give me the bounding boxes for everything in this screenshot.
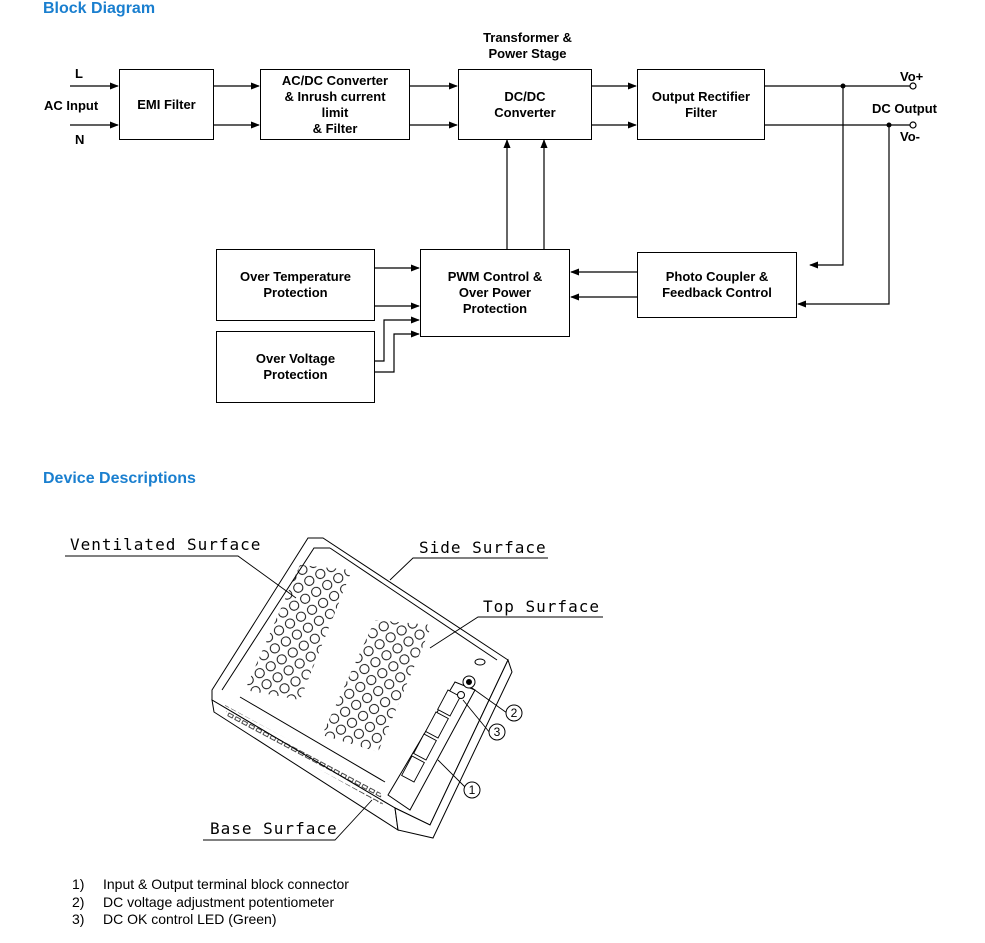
note-number: 1) <box>72 876 85 892</box>
wire-ov-to-pwm-2 <box>374 330 420 373</box>
leader-top <box>429 616 603 649</box>
vent-holes-right <box>322 620 432 752</box>
block-pwm-control: PWM Control & Over Power Protection <box>420 249 570 337</box>
label-L: L <box>75 66 83 81</box>
block-over-voltage-label: Over Voltage Protection <box>255 351 336 382</box>
terminal-vo-plus <box>909 82 917 90</box>
power-supply-drawing <box>211 537 513 839</box>
terminal-3 <box>413 733 437 761</box>
block-acdc-converter-label: AC/DC Converter & Inrush current limit &… <box>281 72 389 136</box>
label-vo-minus: Vo- <box>900 129 920 144</box>
base-slots <box>225 705 383 805</box>
note-text: Input & Output terminal block connector <box>103 876 349 892</box>
vent-holes-left <box>245 565 352 700</box>
terminal-2 <box>425 711 449 739</box>
leader-callout-2 <box>471 687 508 714</box>
label-base-surface: Base Surface <box>210 819 338 838</box>
block-over-temperature-label: Over Temperature Protection <box>239 269 352 300</box>
block-output-rectifier-label: Output Rectifier Filter <box>651 88 751 120</box>
potentiometer <box>462 675 476 689</box>
terminal-4 <box>401 755 425 783</box>
callout-3-circle <box>488 723 506 741</box>
label-side-surface: Side Surface <box>419 538 547 557</box>
block-dcdc-converter-label: DC/DC Converter <box>494 88 556 120</box>
label-N: N <box>75 132 85 147</box>
note-number: 3) <box>72 911 85 927</box>
junction-vo-minus <box>886 122 892 128</box>
list-item: 1) Input & Output terminal block connecto… <box>72 876 349 894</box>
block-photo-coupler: Photo Coupler & Feedback Control <box>637 252 797 318</box>
device-base-face <box>211 699 399 832</box>
block-diagram-title: Block Diagram <box>43 0 156 17</box>
callout-2-circle <box>505 704 523 722</box>
leader-callout-3 <box>462 699 491 734</box>
callout-2-text: 2 <box>511 706 518 720</box>
block-over-temperature: Over Temperature Protection <box>216 249 375 321</box>
leader-callout-1 <box>437 759 466 788</box>
label-top-surface: Top Surface <box>483 597 600 616</box>
note-text: DC voltage adjustment potentiometer <box>103 893 335 910</box>
block-over-voltage: Over Voltage Protection <box>216 331 375 403</box>
terminal-1 <box>437 689 461 717</box>
leader-ventilated <box>65 555 297 599</box>
list-item: 2) DC voltage adjustment potentiometer <box>72 894 349 912</box>
wire-ov-to-pwm-1 <box>374 316 420 362</box>
callout-1-text: 1 <box>469 783 476 797</box>
note-text: DC OK control LED (Green) <box>103 911 277 927</box>
callout-1-circle <box>463 781 481 799</box>
block-emi-filter: EMI Filter <box>119 69 214 140</box>
note-number: 2) <box>72 893 85 910</box>
list-item: 3) DC OK control LED (Green) <box>72 911 349 929</box>
label-ventilated-surface: Ventilated Surface <box>70 535 262 554</box>
terminal-block <box>387 681 476 811</box>
device-descriptions-title: Device Descriptions <box>43 470 196 487</box>
block-pwm-control-label: PWM Control & Over Power Protection <box>447 269 543 316</box>
block-diagram-wiring <box>70 82 917 373</box>
block-emi-filter-label: EMI Filter <box>137 96 196 112</box>
block-output-rectifier: Output Rectifier Filter <box>637 69 765 140</box>
callout-3-text: 3 <box>494 725 501 739</box>
block-acdc-converter: AC/DC Converter & Inrush current limit &… <box>260 69 410 140</box>
label-vo-plus: Vo+ <box>900 69 924 84</box>
junction-vo-plus <box>840 83 846 89</box>
dc-ok-led <box>457 691 465 699</box>
wire-feedback-plus <box>809 86 844 269</box>
label-ac-input: AC Input <box>44 98 99 113</box>
device-top-face <box>211 537 509 826</box>
device-notes-list: 1) Input & Output terminal block connecto… <box>72 876 349 929</box>
block-photo-coupler-label: Photo Coupler & Feedback Control <box>662 269 772 300</box>
label-transformer: Transformer & Power Stage <box>483 30 572 61</box>
block-dcdc-converter: DC/DC Converter <box>458 69 592 140</box>
device-side-edge <box>394 658 513 839</box>
wire-feedback-minus <box>797 125 890 308</box>
leader-side <box>389 557 548 581</box>
label-dc-output: DC Output <box>872 101 937 116</box>
terminal-vo-minus <box>909 121 917 129</box>
